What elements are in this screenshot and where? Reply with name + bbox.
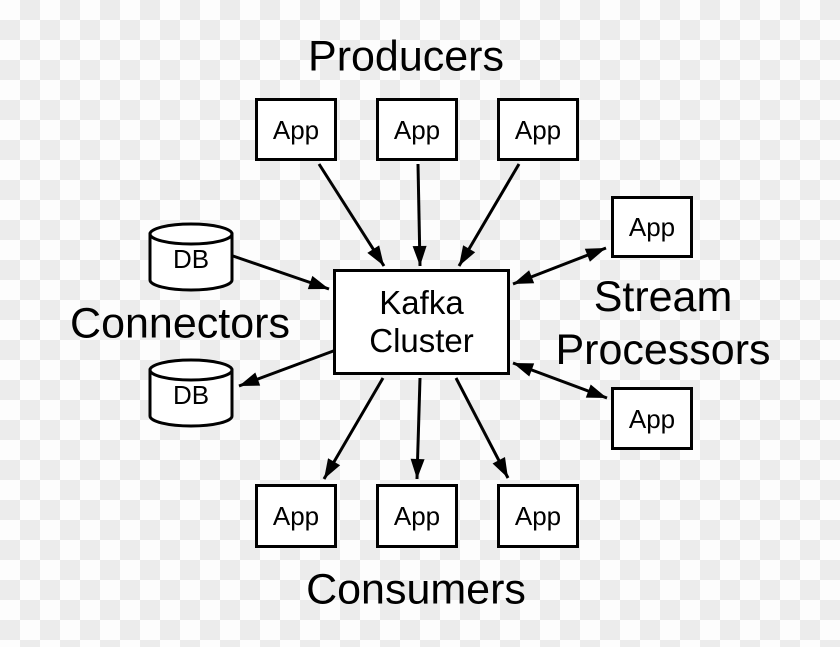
kafka-cluster-label-line2: Cluster <box>369 322 474 359</box>
arrow-db1-to-cluster <box>232 254 330 291</box>
arrow-cluster-to-consumer2 <box>410 377 425 480</box>
arrow-cluster-stream-app1 <box>512 246 607 286</box>
stream-app-node-2: App <box>611 387 693 450</box>
producer-app-label-1: App <box>272 114 320 145</box>
producer-app-label-3: App <box>514 114 562 145</box>
arrow-producer2-to-cluster <box>412 163 427 267</box>
consumers-heading: Consumers <box>306 565 526 614</box>
stream-processors-heading-line2: Processors <box>555 326 771 374</box>
producers-heading: Producers <box>308 32 504 81</box>
stream-processors-heading-line1: Stream <box>593 273 733 321</box>
connectors-heading: Connectors <box>70 299 290 348</box>
db-label-2: DB <box>172 380 210 410</box>
db-label-1: DB <box>172 244 210 274</box>
arrow-producer1-to-cluster <box>317 163 386 267</box>
stream-app-node-1: App <box>611 196 693 258</box>
arrow-cluster-stream-app2 <box>512 361 608 400</box>
stream-app-label-2: App <box>628 403 676 434</box>
consumer-app-node-1: App <box>255 484 337 548</box>
consumer-app-label-1: App <box>272 501 320 531</box>
arrow-producer3-to-cluster <box>457 163 521 267</box>
kafka-cluster-node: Kafka Cluster <box>333 269 510 375</box>
producer-app-label-2: App <box>393 114 441 145</box>
arrow-cluster-to-db2 <box>238 348 337 388</box>
db-cylinder-2 <box>148 358 234 428</box>
consumer-app-node-2: App <box>376 484 458 548</box>
stream-app-label-1: App <box>628 212 676 242</box>
producer-app-node-3: App <box>497 98 579 161</box>
producer-app-node-2: App <box>376 98 458 161</box>
db-cylinder-1 <box>148 222 234 292</box>
consumer-app-label-3: App <box>514 501 562 531</box>
arrow-cluster-to-consumer3 <box>454 377 510 479</box>
producer-app-node-1: App <box>255 98 337 161</box>
consumer-app-label-2: App <box>393 501 441 531</box>
arrow-cluster-to-consumer1 <box>322 377 385 480</box>
stream-processors-heading: Stream Processors <box>555 271 770 377</box>
consumer-app-node-3: App <box>497 484 579 548</box>
kafka-cluster-label-line1: Kafka <box>379 284 464 321</box>
